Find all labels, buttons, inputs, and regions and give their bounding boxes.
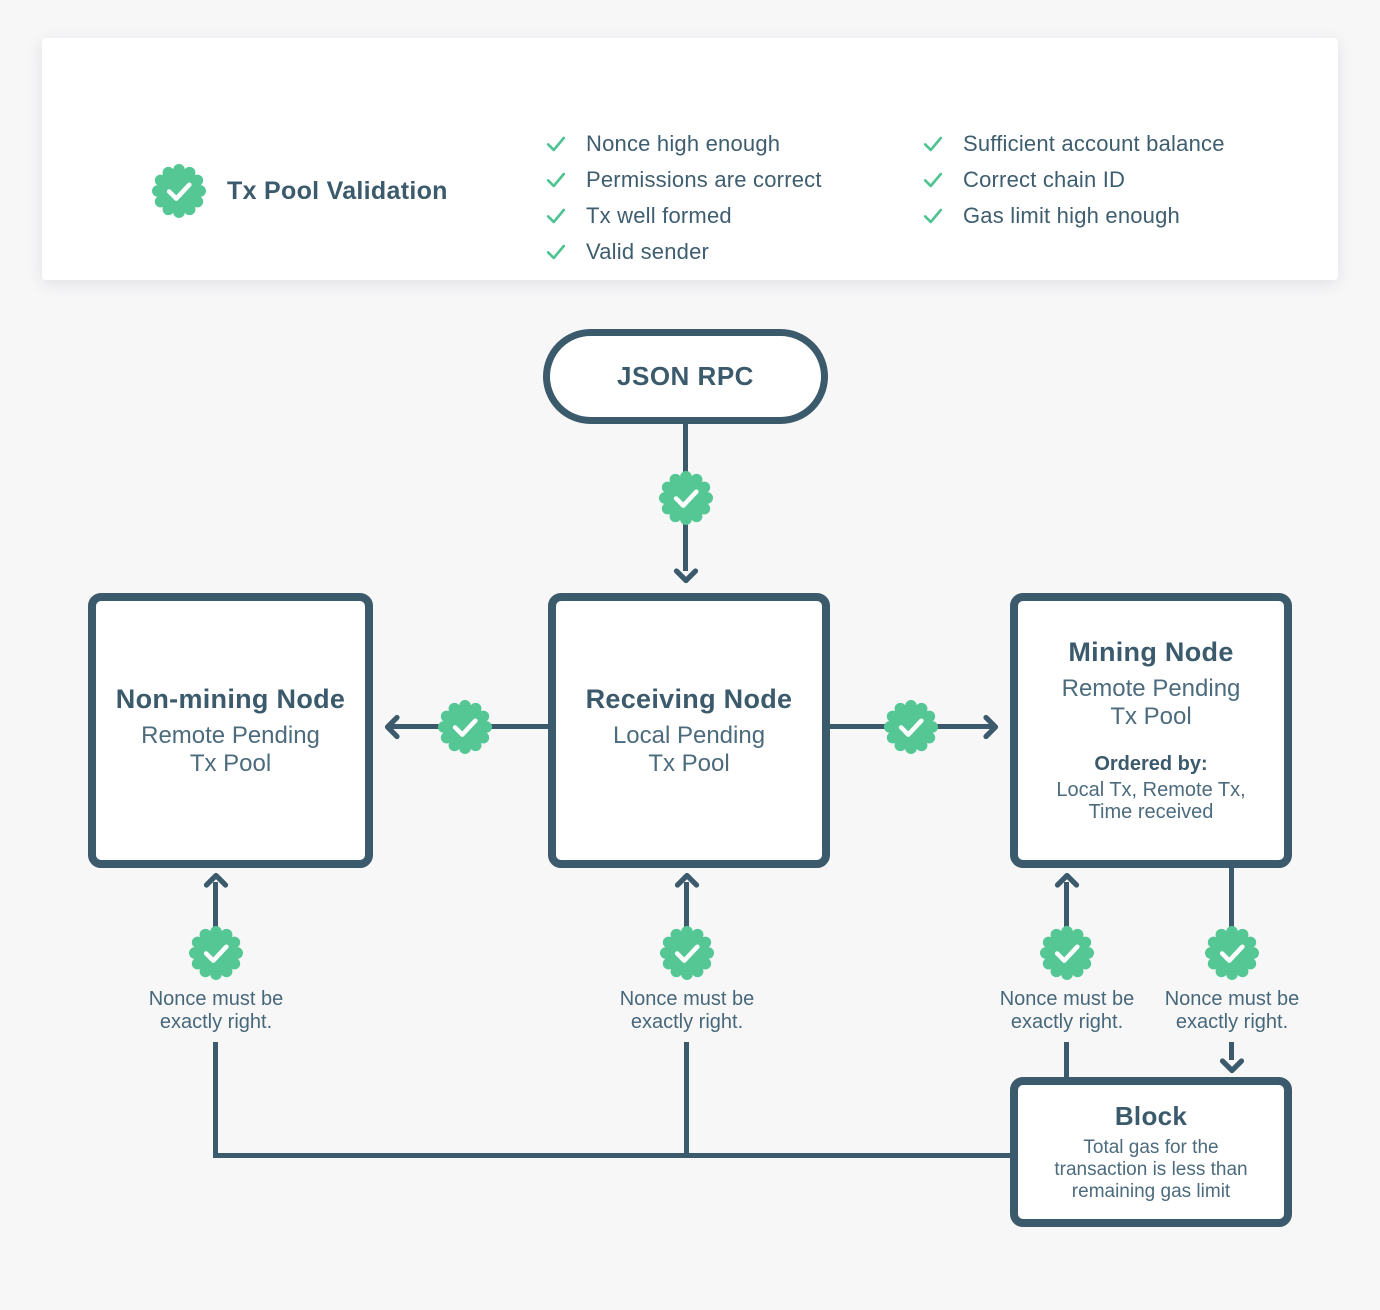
- checklist-item: Correct chain ID: [922, 162, 1225, 198]
- connector-line: [213, 882, 218, 928]
- validation-card-title: Tx Pool Validation: [227, 177, 448, 205]
- node-title: Non-mining Node: [115, 683, 346, 714]
- checklist-item: Tx well formed: [545, 198, 822, 234]
- connector-line: [1064, 882, 1069, 928]
- checklist-item: Sufficient account balance: [922, 126, 1225, 162]
- connector-line: [684, 882, 689, 928]
- checklist-item-label: Valid sender: [586, 239, 710, 264]
- check-icon: [545, 241, 567, 263]
- nonce-note: Nonce must be exactly right.: [999, 988, 1135, 1033]
- arrowhead-left-icon: [383, 713, 401, 741]
- ordered-by-label: Ordered by:: [1094, 752, 1208, 775]
- connector-line: [1229, 864, 1234, 928]
- block-body: Total gas for the transaction is less th…: [1054, 1136, 1248, 1203]
- checklist-item: Valid sender: [545, 234, 822, 270]
- node-subtitle: Local Pending Tx Pool: [612, 721, 766, 777]
- block-title: Block: [1114, 1100, 1188, 1131]
- node-title: Receiving Node: [585, 683, 793, 714]
- validation-seal-icon: [1040, 926, 1094, 980]
- validation-seal-icon: [660, 926, 714, 980]
- node-block: Block Total gas for the transaction is l…: [1010, 1077, 1292, 1227]
- checklist-item-label: Sufficient account balance: [963, 131, 1225, 156]
- node-subtitle: Remote Pending Tx Pool: [1061, 674, 1241, 730]
- seal-check-icon: [152, 164, 206, 218]
- node-subtitle: Remote Pending Tx Pool: [141, 721, 320, 777]
- checklist-column-right: Sufficient account balance Correct chain…: [922, 126, 1225, 234]
- validation-seal-icon: [438, 700, 492, 754]
- nonce-note: Nonce must be exactly right.: [1164, 988, 1300, 1033]
- arrowhead-down-icon: [1218, 1057, 1246, 1075]
- check-icon: [922, 205, 944, 227]
- validation-seal-icon: [189, 926, 243, 980]
- check-icon: [545, 133, 567, 155]
- validation-seal-icon: [1205, 926, 1259, 980]
- check-icon: [922, 133, 944, 155]
- checklist-column-left: Nonce high enough Permissions are correc…: [545, 126, 822, 270]
- node-non-mining: Non-mining Node Remote Pending Tx Pool: [88, 593, 373, 868]
- checklist-item: Gas limit high enough: [922, 198, 1225, 234]
- checklist-item: Permissions are correct: [545, 162, 822, 198]
- connector-line: [1229, 1042, 1234, 1060]
- node-mining: Mining Node Remote Pending Tx Pool Order…: [1010, 593, 1292, 868]
- validation-seal-icon: [659, 471, 713, 525]
- arrowhead-right-icon: [982, 713, 1000, 741]
- connector-line: [213, 1042, 218, 1158]
- ordered-by-text: Local Tx, Remote Tx, Time received: [1056, 778, 1246, 824]
- validation-card: Tx Pool Validation Nonce high enough Per…: [42, 38, 1338, 280]
- check-icon: [922, 169, 944, 191]
- checklist-item-label: Correct chain ID: [963, 167, 1126, 192]
- check-icon: [545, 205, 567, 227]
- arrowhead-down-icon: [672, 567, 700, 585]
- node-receiving: Receiving Node Local Pending Tx Pool: [548, 593, 830, 868]
- checklist-item-label: Permissions are correct: [586, 167, 822, 192]
- json-rpc-node: JSON RPC: [543, 329, 828, 424]
- nonce-note: Nonce must be exactly right.: [619, 988, 755, 1033]
- nonce-note: Nonce must be exactly right.: [148, 988, 284, 1033]
- checklist-item-label: Nonce high enough: [586, 131, 781, 156]
- checklist-item-label: Tx well formed: [586, 203, 732, 228]
- connector-line: [1064, 1042, 1069, 1084]
- connector-line: [684, 1042, 689, 1158]
- validation-seal-icon: [884, 700, 938, 754]
- node-title: Mining Node: [1068, 636, 1234, 667]
- connector-line: [213, 1153, 1011, 1158]
- checklist-item-label: Gas limit high enough: [963, 203, 1180, 228]
- json-rpc-label: JSON RPC: [617, 361, 754, 391]
- checklist-item: Nonce high enough: [545, 126, 822, 162]
- check-icon: [545, 169, 567, 191]
